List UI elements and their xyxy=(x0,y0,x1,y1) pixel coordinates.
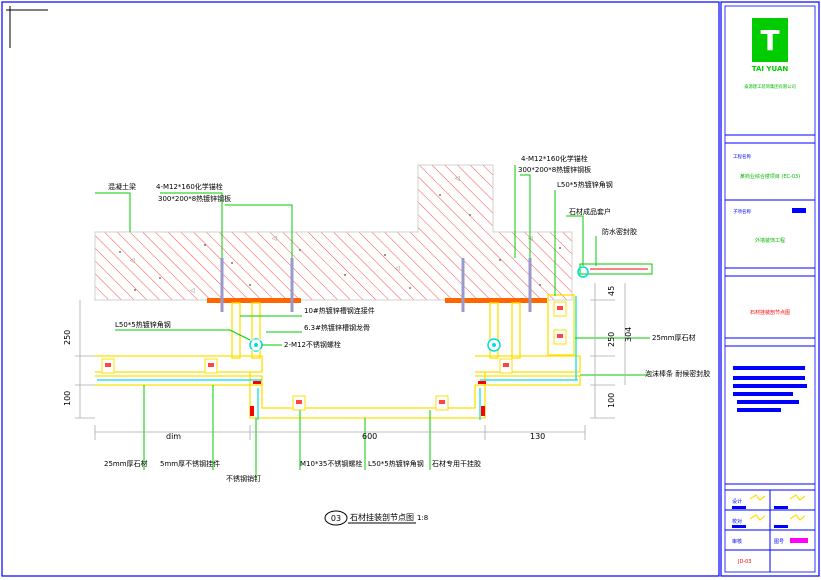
logo-text: TAI YUAN xyxy=(752,65,789,73)
label-angle-bottom: L50*5热镀锌角钢 xyxy=(368,459,424,468)
dim-250-right: 250 xyxy=(607,332,616,347)
company-logo: T TAI YUAN xyxy=(752,18,789,73)
stamp-2: 校对 xyxy=(732,518,742,525)
svg-text:◁: ◁ xyxy=(455,175,460,182)
label-stone-bottom-left: 25mm厚石材 xyxy=(104,459,148,468)
label-stone-right: 25mm厚石材 xyxy=(652,333,696,342)
svg-text:◁: ◁ xyxy=(130,257,135,264)
anchor-bolts xyxy=(220,258,532,312)
caption-scale: 1:8 xyxy=(417,514,428,522)
sealant-marks xyxy=(250,381,486,416)
sheet-frame xyxy=(1,1,720,577)
drawing-caption: 03 石材挂装剖节点图 1:8 xyxy=(324,510,428,526)
sub-name: 外墙装饰工程 xyxy=(755,237,785,244)
label-bolt-m12: 2-M12不锈钢螺栓 xyxy=(284,340,341,349)
svg-text:◁: ◁ xyxy=(395,265,400,272)
company-name: 泰源建工装饰集团有限公司 xyxy=(744,83,796,90)
label-sealant-right: 泡沫棒条 耐候密封胶 xyxy=(645,369,710,378)
stamp-1: 设计 xyxy=(732,498,742,505)
caption-title: 石材挂装剖节点图 xyxy=(350,512,414,522)
label-concrete: 混凝土梁 xyxy=(108,182,136,191)
sub-label: 子项名称 xyxy=(733,208,751,215)
dimension-lines xyxy=(75,283,626,440)
embed-plate-left xyxy=(207,298,301,303)
label-steel-nail: 不锈钢销钉 xyxy=(226,474,261,483)
dim-45: 45 xyxy=(607,286,616,296)
dim-600: 600 xyxy=(362,432,377,441)
label-angle-top-right: L50*5热镀锌角钢 xyxy=(557,180,613,189)
project-label: 工程名称 xyxy=(733,153,751,160)
label-anchor-right-2: 300*200*8热镀锌钢板 xyxy=(518,165,591,174)
title-block: T TAI YUAN 泰源建工装饰集团有限公司 工程名称 某商业综合楼项目 (E… xyxy=(720,1,820,577)
label-flat-bar: 6.3#热镀锌槽钢龙骨 xyxy=(304,323,370,332)
svg-text:T: T xyxy=(760,24,779,57)
stone-panels xyxy=(97,296,578,420)
project-name: 某商业综合楼项目 (EC-03) xyxy=(740,173,800,180)
dim-250-left: 250 xyxy=(63,330,72,345)
label-light-box: 石材成品套户 xyxy=(569,207,611,216)
label-bolt-m10: M10*35不锈钢螺栓 xyxy=(300,459,362,468)
embed-plate-right xyxy=(445,298,547,303)
m12-bolts xyxy=(245,338,501,352)
caption-number: 03 xyxy=(331,514,341,523)
label-anchor-left-2: 300*200*8热镀锌钢板 xyxy=(158,194,231,203)
sheet-no: JD-03 xyxy=(737,559,752,565)
label-dry-hang: 石材专用干挂胶 xyxy=(432,459,481,468)
svg-text:◁: ◁ xyxy=(272,235,277,242)
dim-100-right: 100 xyxy=(607,393,616,408)
steel-frame xyxy=(95,294,581,419)
label-sealant: 防水密封胶 xyxy=(602,227,637,236)
label-anchor-right-1: 4-M12*160化学锚栓 xyxy=(521,154,588,163)
notes-bars xyxy=(733,366,807,412)
dim-304: 304 xyxy=(624,327,633,342)
check-label: 图号 xyxy=(774,539,784,545)
light-box-detail xyxy=(577,263,653,278)
dim-a: dim xyxy=(166,432,181,441)
label-channel-10: 10#热镀锌槽钢连接件 xyxy=(304,306,375,315)
label-angle-left: L50*5热镀锌角钢 xyxy=(115,320,171,329)
svg-text:◁: ◁ xyxy=(190,287,195,294)
label-pendant: 5mm厚不锈钢挂件 xyxy=(160,459,220,468)
leader-lines xyxy=(95,165,650,480)
signature-rows: 设计 校对 审核 图号 JD-03 xyxy=(725,490,815,572)
dim-100-left: 100 xyxy=(63,391,72,406)
label-anchor-left-1: 4-M12*160化学锚栓 xyxy=(156,182,223,191)
dim-130: 130 xyxy=(530,432,545,441)
drawing-name: 石材挂装剖节点图 xyxy=(750,309,790,316)
pendant-clips xyxy=(101,301,567,411)
stamp-3: 审核 xyxy=(732,538,742,545)
